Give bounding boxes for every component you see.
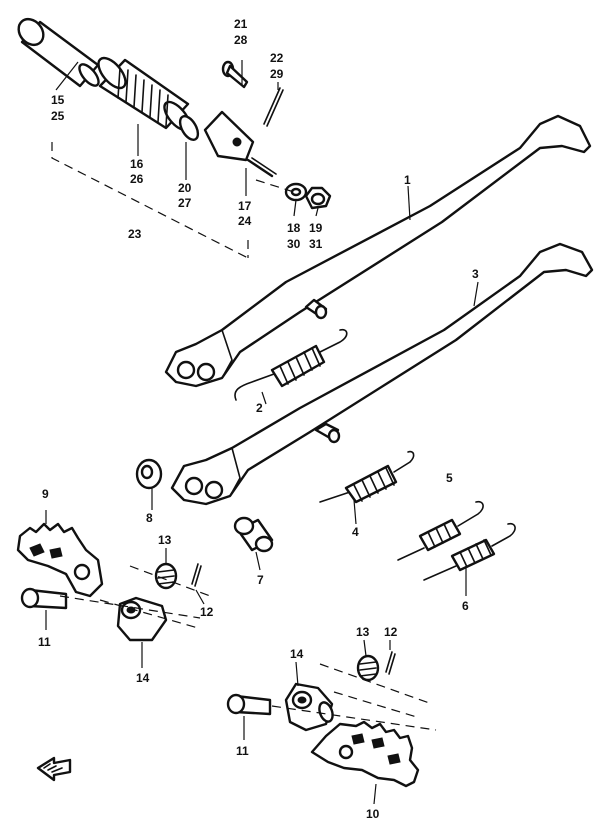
side-stand-part-1 xyxy=(164,114,592,388)
label-20: 20 xyxy=(178,181,192,195)
washer-part-18 xyxy=(284,182,308,202)
cotter-pin-part-22 xyxy=(263,87,284,127)
label-26: 26 xyxy=(130,172,144,186)
clevis-pin-part-21 xyxy=(221,60,249,89)
cotter-pin-part-12 xyxy=(191,563,202,587)
label-18: 18 xyxy=(287,221,301,235)
label-24: 24 xyxy=(238,214,252,228)
label-1: 1 xyxy=(404,173,411,187)
label-14b: 14 xyxy=(290,647,304,661)
spring-part-4 xyxy=(319,450,415,504)
label-11b: 11 xyxy=(236,744,249,758)
label-13b: 13 xyxy=(356,625,370,639)
label-22: 22 xyxy=(270,51,284,65)
label-17: 17 xyxy=(238,199,252,213)
leader-lines xyxy=(45,60,479,805)
label-15: 15 xyxy=(51,93,65,107)
swivel-block-part-17 xyxy=(203,110,277,178)
label-11: 11 xyxy=(38,635,51,649)
label-27: 27 xyxy=(178,196,192,210)
label-9: 9 xyxy=(42,487,49,501)
label-23: 23 xyxy=(128,227,142,241)
footrest-part-10 xyxy=(310,720,420,788)
label-16: 16 xyxy=(130,157,144,171)
cotter-pin-part-12b xyxy=(385,651,396,675)
label-12: 12 xyxy=(200,605,214,619)
label-13: 13 xyxy=(158,533,172,547)
spring-part-13 xyxy=(154,562,178,590)
side-stand-part-3 xyxy=(170,242,594,506)
label-3: 3 xyxy=(472,267,479,281)
label-12b: 12 xyxy=(384,625,398,639)
nut-part-19 xyxy=(304,186,332,210)
footrest-part-9 xyxy=(16,522,104,598)
spring-part-5 xyxy=(397,500,484,561)
label-7: 7 xyxy=(257,573,264,587)
label-25: 25 xyxy=(51,109,65,123)
label-29: 29 xyxy=(270,67,284,81)
label-19: 19 xyxy=(309,221,323,235)
assembly-guide-lines xyxy=(51,142,437,731)
front-arrow-icon xyxy=(36,756,72,782)
pivot-bolt-part-15 xyxy=(17,17,100,88)
spring-part-13b xyxy=(356,654,380,682)
pivot-pin-part-11 xyxy=(20,587,68,610)
spring-part-6 xyxy=(423,522,516,581)
stand-bolt-part-7 xyxy=(233,516,274,553)
washer-part-20 xyxy=(178,115,200,141)
label-28: 28 xyxy=(234,33,248,47)
collar-part-8 xyxy=(135,458,163,490)
label-8: 8 xyxy=(146,511,153,525)
spring-part-2 xyxy=(234,328,348,401)
part-labels: 15 25 16 26 21 28 22 29 20 27 17 24 18 3… xyxy=(38,17,479,821)
label-10: 10 xyxy=(366,807,380,821)
footrest-bracket-part-14b xyxy=(284,682,334,732)
label-5: 5 xyxy=(446,471,453,485)
pivot-pin-part-11b xyxy=(226,693,272,716)
footrest-bracket-part-14 xyxy=(116,596,168,642)
label-4: 4 xyxy=(352,525,359,539)
label-31: 31 xyxy=(309,237,323,251)
label-21: 21 xyxy=(234,17,248,31)
label-30: 30 xyxy=(287,237,301,251)
label-14: 14 xyxy=(136,671,150,685)
coil-sleeve-part-16 xyxy=(97,56,191,132)
label-6: 6 xyxy=(462,599,469,613)
label-2: 2 xyxy=(256,401,263,415)
